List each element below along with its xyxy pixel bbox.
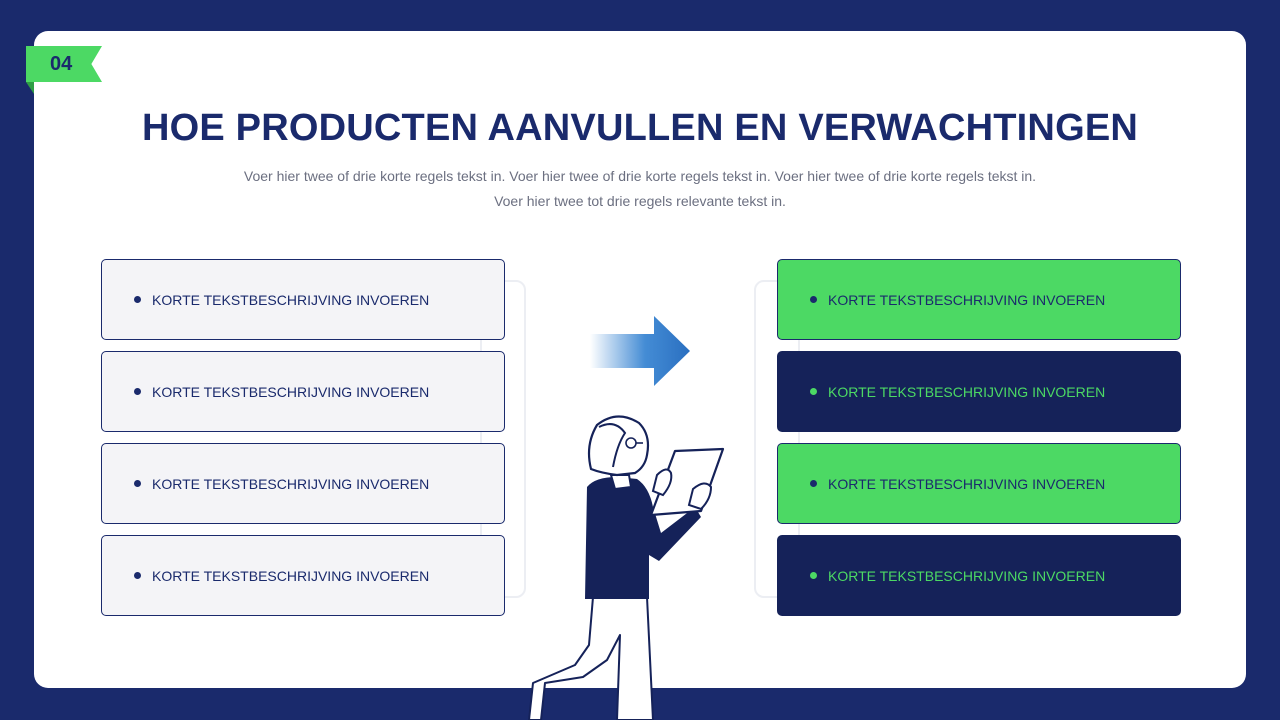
left-item-label: KORTE TEKSTBESCHRIJVING INVOEREN [152,567,430,584]
right-item-1: KORTE TEKSTBESCHRIJVING INVOEREN [777,259,1181,340]
right-item-2: KORTE TEKSTBESCHRIJVING INVOEREN [777,351,1181,432]
bullet-dot [134,480,141,487]
bullet-dot [810,296,817,303]
slide-number: 04 [50,52,73,75]
left-item-label: KORTE TEKSTBESCHRIJVING INVOEREN [152,291,430,308]
right-item-label: KORTE TEKSTBESCHRIJVING INVOEREN [828,291,1106,308]
left-item-2: KORTE TEKSTBESCHRIJVING INVOEREN [101,351,505,432]
bullet-dot [134,572,141,579]
right-item-label: KORTE TEKSTBESCHRIJVING INVOEREN [828,567,1106,584]
left-item-label: KORTE TEKSTBESCHRIJVING INVOEREN [152,383,430,400]
subtitle-line-2: Voer hier twee tot drie regels relevante… [494,193,786,209]
right-item-label: KORTE TEKSTBESCHRIJVING INVOEREN [828,475,1106,492]
bullet-dot [810,480,817,487]
left-item-1: KORTE TEKSTBESCHRIJVING INVOEREN [101,259,505,340]
left-item-4: KORTE TEKSTBESCHRIJVING INVOEREN [101,535,505,616]
right-item-label: KORTE TEKSTBESCHRIJVING INVOEREN [828,383,1106,400]
slide-number-badge: 04 [26,46,102,82]
bullet-dot [810,572,817,579]
bullet-dot [810,388,817,395]
right-item-4: KORTE TEKSTBESCHRIJVING INVOEREN [777,535,1181,616]
right-arrow-icon [590,316,690,386]
page-title: HOE PRODUCTEN AANVULLEN EN VERWACHTINGEN [141,107,1139,149]
badge-fold [26,82,34,94]
left-item-3: KORTE TEKSTBESCHRIJVING INVOEREN [101,443,505,524]
left-item-label: KORTE TEKSTBESCHRIJVING INVOEREN [152,475,430,492]
person-with-tablet-illustration [528,415,725,720]
subtitle-line-1: Voer hier twee of drie korte regels teks… [243,168,1037,184]
bullet-dot [134,296,141,303]
page-subtitle: Voer hier twee of drie korte regels teks… [0,164,1280,214]
bullet-dot [134,388,141,395]
right-item-3: KORTE TEKSTBESCHRIJVING INVOEREN [777,443,1181,524]
